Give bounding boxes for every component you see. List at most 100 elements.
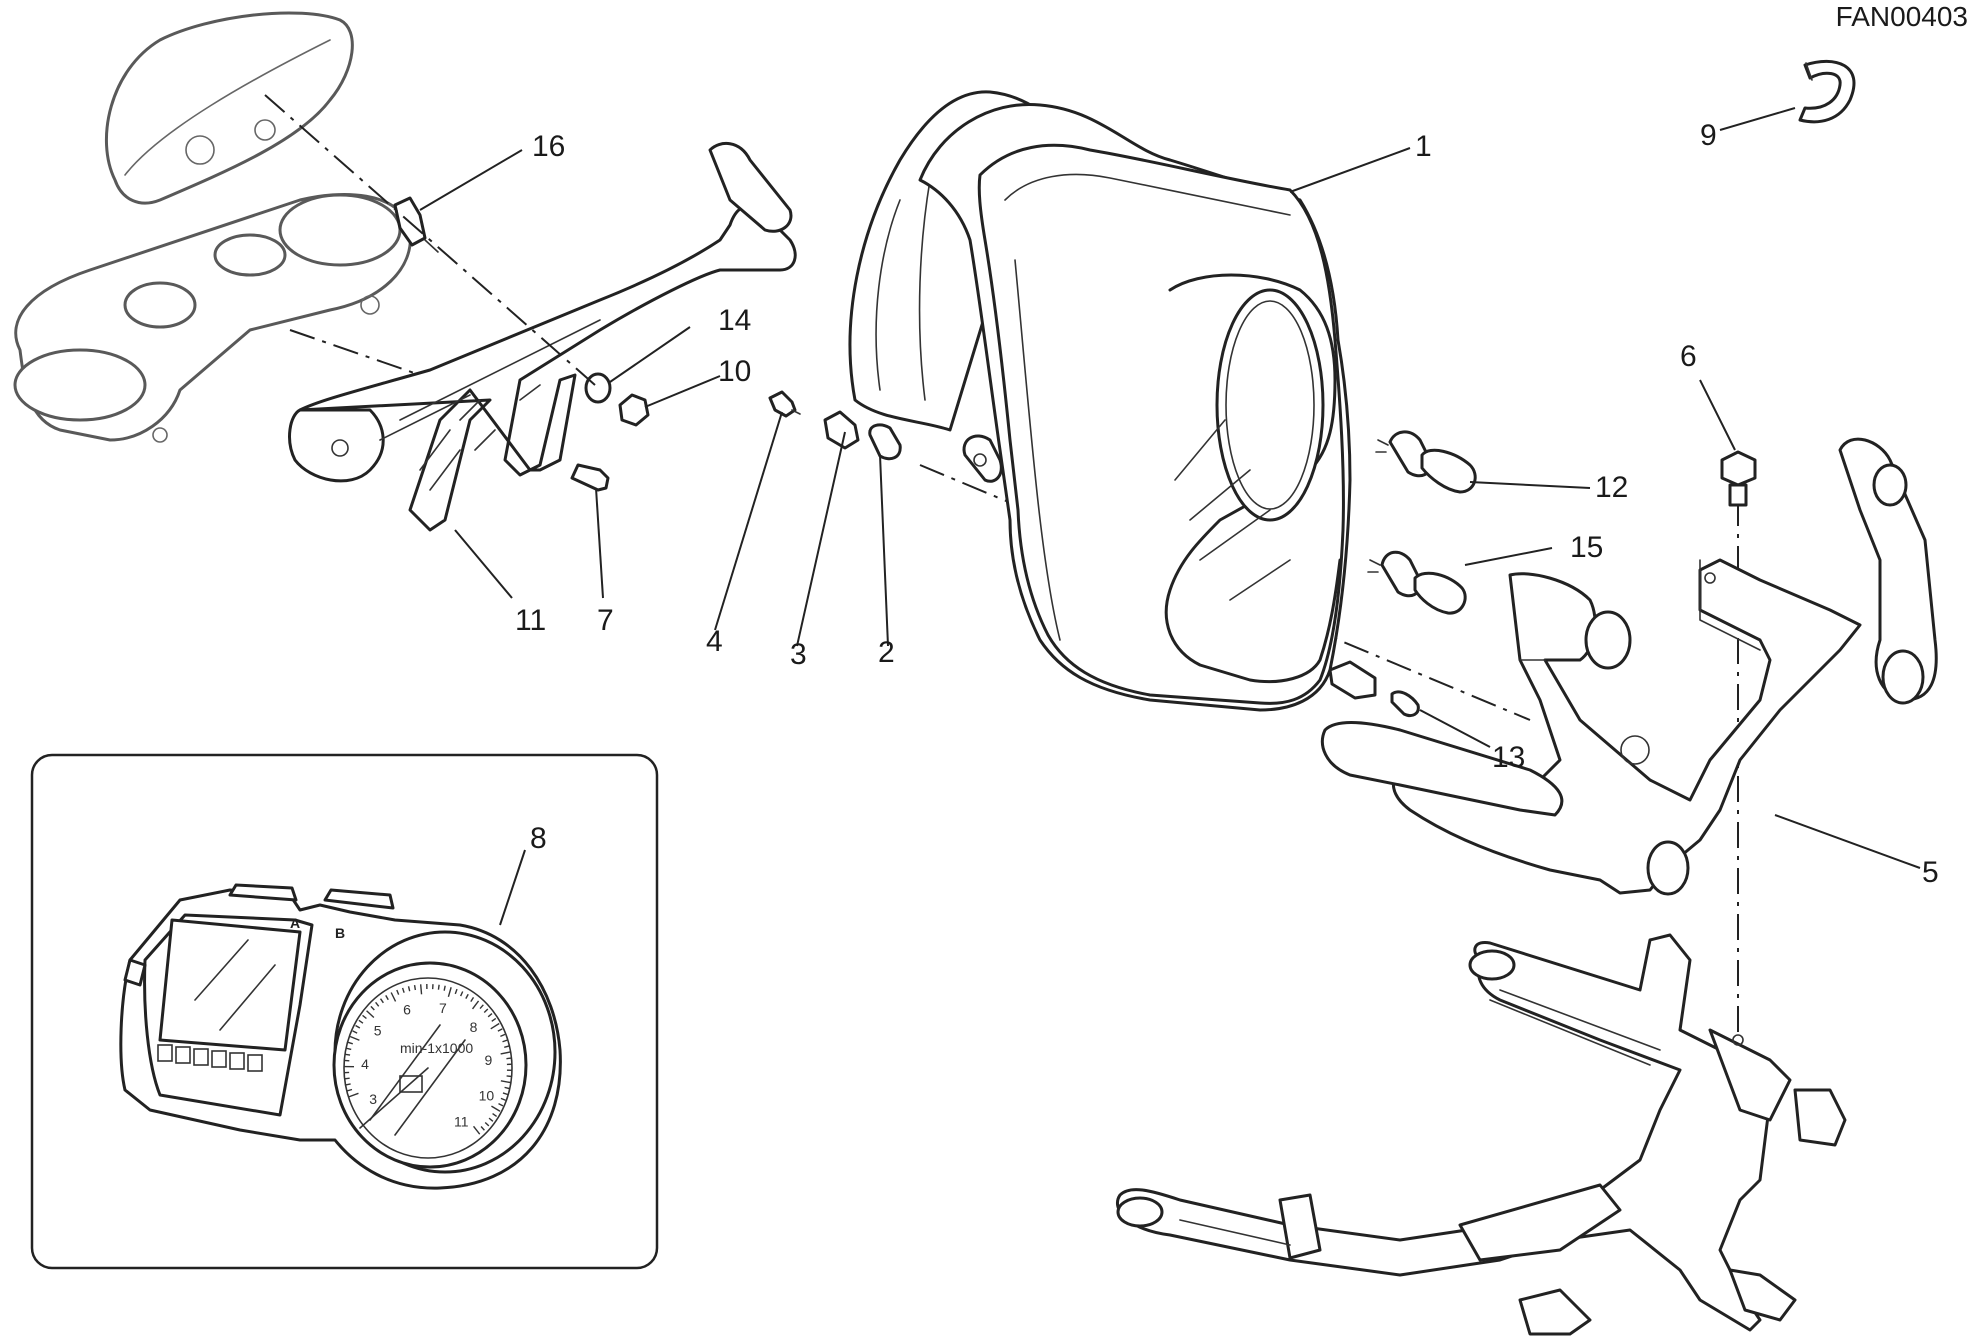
rpm-scale-number: 4 <box>361 1056 369 1072</box>
rpm-tick <box>437 984 440 990</box>
ref-1: 1 <box>1415 130 1432 163</box>
rpm-tick <box>491 1105 501 1112</box>
rpm-scale-number: 7 <box>439 1000 447 1016</box>
rpm-tick <box>345 1083 351 1086</box>
rpm-tick <box>504 1086 510 1090</box>
warning-lights <box>157 1044 263 1072</box>
rpm-tick <box>504 1045 510 1048</box>
brand-logo <box>399 1075 423 1093</box>
ref-15: 15 <box>1570 531 1603 564</box>
rpm-tick <box>490 1022 500 1030</box>
rpm-unit: min-1x1000 <box>400 1040 473 1056</box>
rpm-tick <box>500 1033 506 1038</box>
bulbs <box>1328 430 1477 718</box>
rpm-scale-number: 3 <box>369 1091 377 1107</box>
ref-7: 7 <box>597 604 614 637</box>
button-a-label: A <box>290 915 300 931</box>
rpm-tick <box>401 987 405 993</box>
rpm-tick <box>358 1019 364 1024</box>
rpm-tick <box>349 1035 360 1041</box>
ref-6: 6 <box>1680 340 1697 373</box>
front-subframe <box>1116 933 1847 1336</box>
rpm-scale-number: 11 <box>454 1114 469 1130</box>
rpm-tick <box>506 1057 512 1060</box>
rpm-scale-number: 9 <box>484 1052 492 1068</box>
button-b <box>323 888 395 910</box>
ref-2: 2 <box>878 636 895 669</box>
rpm-tick <box>470 997 475 1002</box>
rpm-tick <box>362 1014 367 1020</box>
rpm-scale-number: 5 <box>374 1022 382 1038</box>
bulb-13 <box>1390 690 1420 718</box>
screw-4 <box>768 390 797 418</box>
rpm-tick <box>385 995 389 1001</box>
drawing-code: FAN00403 <box>1836 1 1968 32</box>
ref-8: 8 <box>530 822 547 855</box>
headlight-support-bracket <box>1320 437 1938 896</box>
screw-7 <box>570 463 610 492</box>
rpm-tick <box>497 1028 503 1032</box>
rpm-tick <box>484 1121 490 1127</box>
rpm-tick <box>498 1102 504 1107</box>
ref-5: 5 <box>1922 856 1939 889</box>
rpm-tick <box>492 1112 498 1117</box>
upper-triple-clamp <box>13 11 412 443</box>
rpm-tick <box>483 1008 489 1014</box>
bulb-12-glass <box>1420 448 1477 494</box>
instrument-support-bracket <box>288 141 797 532</box>
rpm-tick <box>488 1117 494 1122</box>
rpm-tick <box>480 1126 485 1131</box>
ref-4: 4 <box>706 625 723 658</box>
ref-14: 14 <box>718 304 751 337</box>
ref-13: 13 <box>1492 741 1525 774</box>
rpm-tick <box>419 984 423 995</box>
rpm-tick <box>355 1024 361 1029</box>
rpm-tick <box>479 1004 484 1010</box>
rpm-tick <box>502 1039 508 1043</box>
rpm-tick <box>502 1092 508 1096</box>
bulb-15-glass <box>1413 571 1467 615</box>
rpm-tick <box>465 993 469 999</box>
nut-10 <box>618 393 650 427</box>
ref-3: 3 <box>790 638 807 671</box>
rpm-tick <box>500 1097 506 1101</box>
rpm-tick <box>370 1005 375 1011</box>
rpm-tick <box>379 998 384 1004</box>
bolt-6 <box>1720 450 1757 507</box>
rpm-scale-number: 10 <box>479 1087 495 1103</box>
rpm-tick <box>454 988 458 995</box>
washer-14 <box>584 372 612 404</box>
rpm-tick <box>443 985 446 991</box>
rpm-ticks <box>344 983 512 1135</box>
bush-3 <box>823 410 860 450</box>
rpm-tick <box>346 1088 353 1092</box>
rpm-tick <box>500 1051 511 1055</box>
rpm-tick <box>396 989 400 995</box>
ref-16: 16 <box>532 130 565 163</box>
leaders <box>419 107 1921 926</box>
rpm-tick <box>491 1017 497 1022</box>
rpm-tick <box>366 1010 375 1019</box>
rpm-tick <box>487 1013 493 1018</box>
rpm-tick <box>506 1075 512 1078</box>
rpm-tick <box>473 1125 481 1135</box>
rpm-tick <box>413 984 417 991</box>
rpm-tick <box>390 992 397 1002</box>
rpm-tick <box>407 986 411 992</box>
rpm-tick <box>447 987 452 998</box>
rpm-tick <box>352 1030 358 1034</box>
grommet-2 <box>868 423 902 461</box>
rpm-tick <box>344 1077 350 1080</box>
reference-numbers: 1 2 3 4 5 6 7 8 9 10 11 12 13 14 15 16 <box>515 119 1939 889</box>
rpm-tick <box>471 1000 480 1010</box>
ref-11: 11 <box>515 604 546 637</box>
ref-9: 9 <box>1700 119 1717 152</box>
rpm-scale-number: 8 <box>470 1019 478 1035</box>
rpm-tick <box>375 1001 380 1007</box>
rpm-tick <box>459 991 464 997</box>
button-b-label: B <box>335 925 345 941</box>
